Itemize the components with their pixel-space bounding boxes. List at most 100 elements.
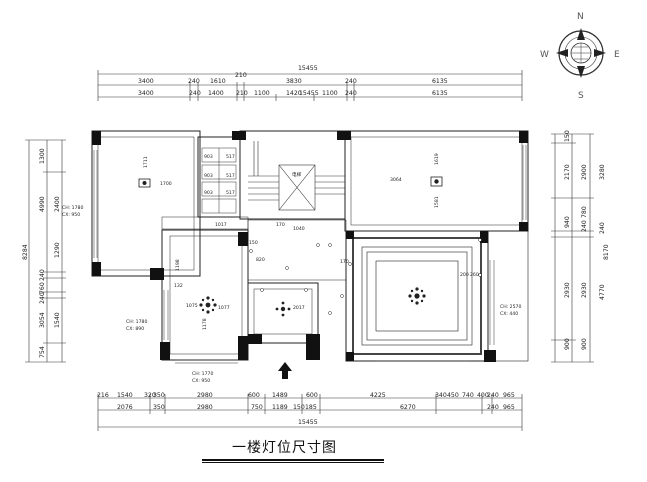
svg-text:1400: 1400 [208,90,224,97]
stair-elevator [248,141,345,211]
svg-text:170: 170 [276,222,285,228]
bottom-dimensions [97,394,523,431]
svg-text:15455: 15455 [299,90,319,97]
right-dimensions [551,133,594,363]
svg-text:CX: 950: CX: 950 [192,378,210,384]
svg-text:903: 903 [204,154,213,160]
svg-text:600: 600 [248,392,260,399]
dim-bottom-total: 15455 [298,419,318,426]
svg-text:2980: 2980 [197,392,213,399]
svg-text:132: 132 [174,283,183,289]
svg-text:240: 240 [487,404,499,411]
svg-text:240: 240 [581,220,588,232]
svg-text:CX: 440: CX: 440 [500,311,518,317]
svg-text:780: 780 [581,206,588,218]
left-dimension-labels: 8284 1300 4990 240 760 240 3054 754 2400… [22,148,61,358]
svg-text:4770: 4770 [599,284,606,300]
svg-text:240: 240 [599,222,606,234]
svg-text:2017: 2017 [293,305,305,311]
svg-text:1711: 1711 [143,156,149,168]
svg-text:754: 754 [39,346,46,358]
svg-text:1619: 1619 [434,153,440,165]
svg-text:350: 350 [153,404,165,411]
chandelier-right-icon [408,287,426,305]
svg-text:2930: 2930 [581,282,588,298]
light-top-left-icon [138,178,151,188]
svg-text:350: 350 [153,392,165,399]
svg-text:3280: 3280 [599,164,606,180]
svg-text:517: 517 [226,190,235,196]
svg-text:1075: 1075 [186,303,198,309]
svg-text:965: 965 [503,392,515,399]
compass-w-label: W [540,50,549,60]
svg-text:6270: 6270 [400,404,416,411]
room-annotations: CH: 1780 CX: 950 1700 1711 3064 1619 158… [62,153,521,384]
svg-text:240: 240 [188,78,200,85]
svg-text:517: 517 [226,154,235,160]
svg-text:740: 740 [462,392,474,399]
svg-text:240: 240 [39,292,46,304]
compass-n-label: N [577,12,584,22]
svg-text:150: 150 [293,404,305,411]
svg-text:1420: 1420 [286,90,302,97]
svg-text:750: 750 [251,404,263,411]
svg-text:1300: 1300 [39,148,46,164]
svg-text:1581: 1581 [434,196,440,208]
svg-text:600: 600 [306,392,318,399]
svg-text:210: 210 [236,90,248,97]
compass-s-label: S [578,91,584,101]
compass-rose: N S E W [540,12,620,101]
svg-text:320: 320 [144,392,156,399]
storage-labels: 903 517 903 517 903 517 [204,154,235,196]
svg-text:1077: 1077 [218,305,230,311]
svg-text:1540: 1540 [54,312,61,328]
walls [91,130,529,362]
storage-cells [201,147,237,214]
entrance-arrow-icon [278,362,292,379]
svg-text:6135: 6135 [432,78,448,85]
stair-label: 电梯 [292,171,302,178]
svg-text:900: 900 [581,338,588,350]
svg-text:1198: 1198 [175,259,181,271]
svg-text:3064: 3064 [390,177,402,183]
svg-text:903: 903 [204,173,213,179]
svg-text:240: 240 [189,90,201,97]
dim-top-total: 15455 [298,65,318,72]
svg-text:1189: 1189 [272,404,288,411]
svg-text:2980: 2980 [197,404,213,411]
right-dimension-labels: 8170 150 2170 940 2930 900 2900 780 240 … [564,130,610,350]
svg-text:200: 200 [460,272,469,278]
svg-text:CH: 1770: CH: 1770 [192,371,213,377]
svg-text:8170: 8170 [603,244,610,260]
svg-text:2900: 2900 [581,164,588,180]
svg-text:517: 517 [226,173,235,179]
svg-text:CH: 2570: CH: 2570 [500,304,521,310]
svg-text:1290: 1290 [54,242,61,258]
bottom-dimension-labels: 216 1540 320 350 2980 600 1489 600 4225 … [97,392,515,426]
svg-text:340: 340 [435,392,447,399]
svg-text:900: 900 [564,338,571,350]
drawing-title: 一楼灯位尺寸图 [232,440,337,456]
wall-columns [92,131,528,362]
svg-text:940: 940 [564,216,571,228]
svg-text:260: 260 [470,272,479,278]
svg-text:CX: 950: CX: 950 [62,212,80,218]
svg-text:820: 820 [256,257,265,263]
svg-text:240: 240 [345,90,357,97]
svg-text:3400: 3400 [138,90,154,97]
svg-text:240: 240 [487,392,499,399]
title-underline-thin [202,462,384,463]
svg-text:6135: 6135 [432,90,448,97]
svg-text:450: 450 [447,392,459,399]
svg-text:1700: 1700 [160,181,172,187]
svg-text:1178: 1178 [202,318,208,330]
svg-text:4990: 4990 [39,196,46,212]
svg-text:170: 170 [340,259,349,265]
svg-text:2930: 2930 [564,282,571,298]
windows [93,145,527,364]
svg-text:903: 903 [204,190,213,196]
svg-text:150: 150 [564,130,571,142]
svg-text:216: 216 [97,392,109,399]
compass-e-label: E [614,50,620,60]
